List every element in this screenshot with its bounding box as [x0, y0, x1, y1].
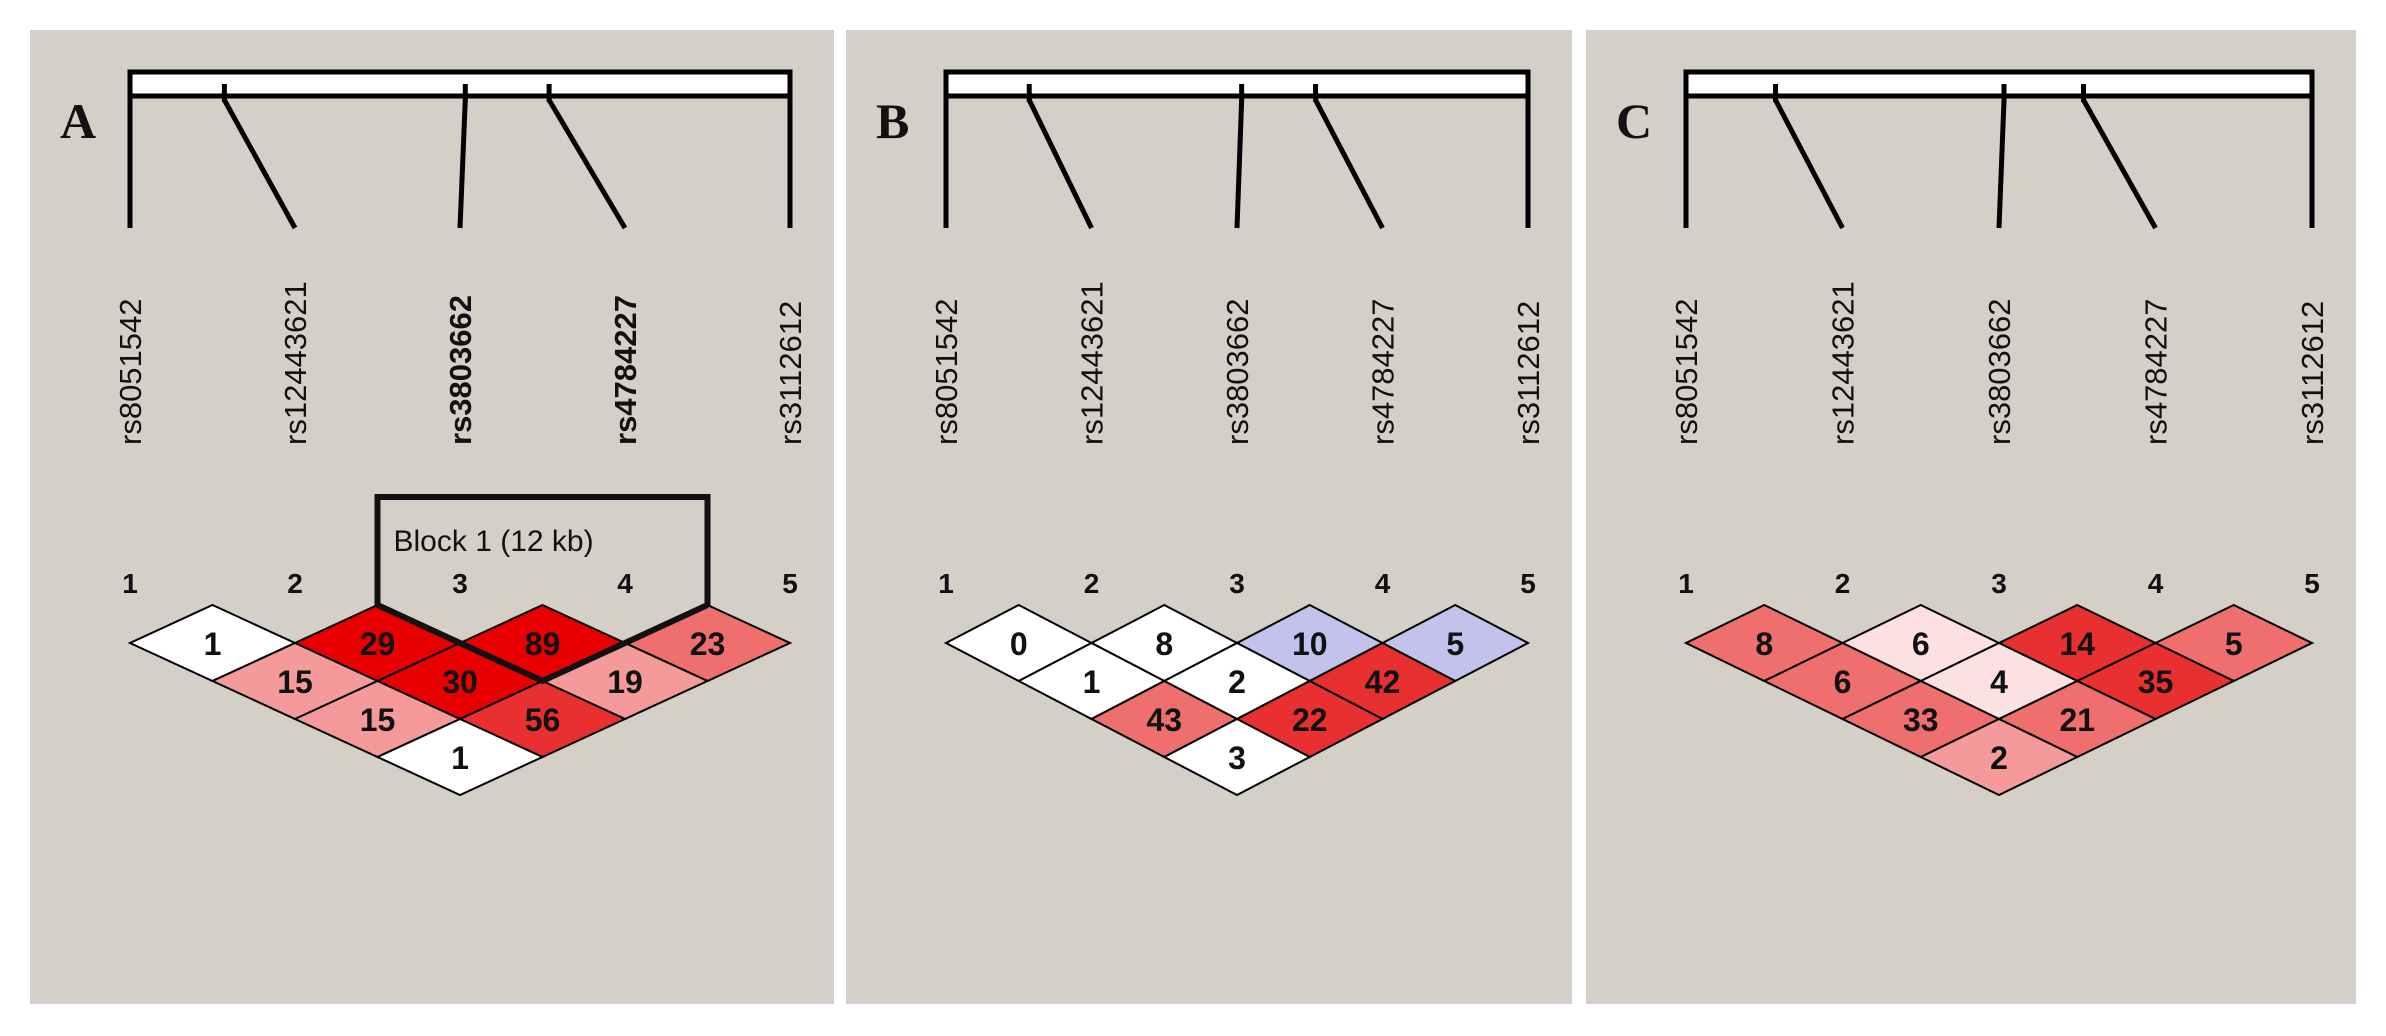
ld-cell-grid: 8 6 14 5 6 4 35 33 21 2 — [1683, 603, 2315, 797]
ld-cell-diamond — [1162, 717, 1312, 797]
marker-index: 2 — [1835, 568, 1851, 599]
snp-name-label: rs4784227 — [1366, 298, 1401, 445]
marker-index: 1 — [122, 568, 138, 599]
snp-name-label: rs3803662 — [1982, 298, 2017, 445]
ld-cell-value: 22 — [1292, 702, 1328, 738]
ld-cell-value: 15 — [277, 664, 313, 700]
ld-cell-value: 23 — [690, 626, 726, 662]
marker-connector-line — [2081, 98, 2158, 230]
marker-index: 1 — [1678, 568, 1694, 599]
ld-cell-diamond — [375, 717, 545, 797]
snp-name-label: rs8051542 — [113, 298, 148, 445]
ld-cell-value: 15 — [360, 702, 396, 738]
snp-name-label: rs4784227 — [608, 295, 643, 445]
ld-cell-value: 10 — [1292, 626, 1328, 662]
marker-index: 4 — [2148, 568, 2164, 599]
ld-cell-diamond — [1918, 717, 2080, 797]
ld-cell-value: 2 — [1990, 740, 2008, 776]
panel-background — [846, 30, 1572, 1004]
ld-cell-value: 33 — [1903, 702, 1939, 738]
haplotype-block-outline — [376, 602, 709, 685]
ld-cell-value: 5 — [2225, 626, 2243, 662]
haplotype-block-label: Block 1 (12 kb) — [394, 525, 594, 558]
marker-index: 5 — [782, 568, 798, 599]
ld-cell-value: 1 — [1083, 664, 1101, 700]
marker-index: 3 — [452, 568, 468, 599]
snp-name-label: rs4784227 — [2139, 298, 2174, 445]
ld-cell: 3 — [1162, 717, 1312, 797]
snp-name-label: rs3112612 — [773, 301, 808, 445]
marker-connector-line — [1234, 99, 1245, 229]
physical-map-bar — [127, 69, 793, 99]
marker-connector-line — [222, 98, 298, 230]
marker-connector-line — [546, 98, 628, 230]
ld-cell-value: 35 — [2138, 664, 2174, 700]
ld-cell-value: 4 — [1990, 664, 2008, 700]
snp-name-label: rs3112612 — [1511, 301, 1546, 445]
ld-cell-value: 89 — [525, 626, 561, 662]
snp-name-label: rs12443621 — [278, 281, 313, 445]
ld-cell-value: 2 — [1228, 664, 1246, 700]
panel-background — [30, 30, 834, 1004]
marker-index: 3 — [1991, 568, 2007, 599]
snp-name-label: rs12443621 — [1826, 281, 1861, 445]
ld-cell-value: 43 — [1146, 702, 1182, 738]
ld-cell-value: 29 — [360, 626, 396, 662]
ld-cell-value: 56 — [525, 702, 561, 738]
ld-cell-value: 8 — [1155, 626, 1173, 662]
ld-cell-grid: 0 8 10 5 1 2 42 43 22 3 — [943, 603, 1531, 797]
ld-cell-value: 8 — [1755, 626, 1773, 662]
marker-connector-line — [457, 99, 468, 229]
marker-index: 2 — [1084, 568, 1100, 599]
panel-background — [1586, 30, 2356, 1004]
snp-name-label: rs3803662 — [1220, 298, 1255, 445]
marker-index: 3 — [1229, 568, 1245, 599]
ld-cell-value: 3 — [1228, 740, 1246, 776]
ld-cell-value: 6 — [1834, 664, 1852, 700]
ld-cell-value: 21 — [2059, 702, 2095, 738]
marker-connector-line — [1026, 98, 1094, 230]
marker-connector-line — [1313, 98, 1385, 230]
snp-name-label: rs8051542 — [929, 298, 964, 445]
ld-cell-value: 5 — [1446, 626, 1464, 662]
marker-connector-line — [1773, 98, 1845, 230]
physical-map-bar — [1683, 69, 2315, 99]
marker-index: 4 — [617, 568, 633, 599]
panel-letter: A — [60, 93, 96, 149]
marker-index: 4 — [1375, 568, 1391, 599]
snp-name-label: rs12443621 — [1075, 281, 1110, 445]
ld-cell-value: 6 — [1912, 626, 1930, 662]
marker-index: 5 — [1520, 568, 1536, 599]
ld-cell-value: 14 — [2059, 626, 2095, 662]
snp-name-label: rs3803662 — [443, 295, 478, 445]
ld-cell: 1 — [375, 717, 545, 797]
marker-connector-line — [1996, 99, 2007, 229]
ld-cell-value: 30 — [442, 664, 478, 700]
panel-letter: B — [876, 93, 909, 149]
snp-name-label: rs8051542 — [1669, 298, 1704, 445]
ld-cell-value: 1 — [204, 626, 222, 662]
snp-name-label: rs3112612 — [2295, 301, 2330, 445]
marker-index: 1 — [938, 568, 954, 599]
ld-cell-value: 19 — [607, 664, 643, 700]
marker-index: 5 — [2304, 568, 2320, 599]
ld-cell-value: 42 — [1365, 664, 1401, 700]
marker-index: 2 — [287, 568, 303, 599]
panel-letter: C — [1616, 93, 1652, 149]
haplotype-block-box — [374, 494, 711, 605]
ld-cell: 2 — [1918, 717, 2080, 797]
physical-map-bar — [943, 69, 1531, 99]
ld-cell-value: 1 — [451, 740, 469, 776]
ld-cell-value: 0 — [1010, 626, 1028, 662]
